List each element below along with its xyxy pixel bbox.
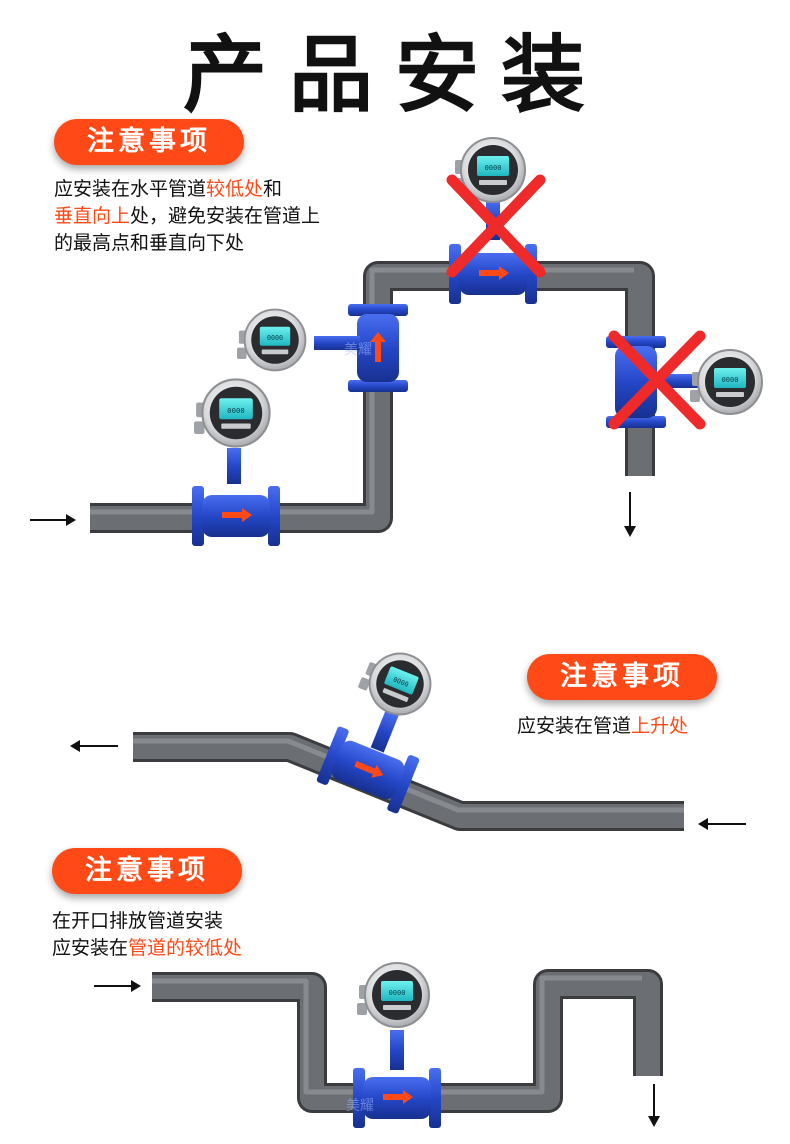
notice-badge-1: 注意事项 xyxy=(54,119,244,165)
cross-mark-down xyxy=(608,330,706,430)
scene-3 xyxy=(94,962,663,1128)
highlight-text: 垂直向上 xyxy=(54,205,131,227)
notice-text-2: 应安装在管道上升处 xyxy=(517,713,688,740)
highlight-text: 管道的较低处 xyxy=(128,937,243,959)
notice-line: 的最高点和垂直向下处 xyxy=(54,230,320,257)
highlight-text: 较低处 xyxy=(206,178,264,200)
notice-text-1: 应安装在水平管道较低处和垂直向上处，避免安装在管道上的最高点和垂直向下处 xyxy=(54,176,320,257)
note-text: 应安装在 xyxy=(52,937,129,959)
notice-line: 应安装在水平管道较低处和 xyxy=(54,176,320,203)
note-text: 处，避免安装在管道上 xyxy=(130,205,321,227)
watermark-2: 美耀 xyxy=(346,1098,374,1114)
notice-line: 垂直向上处，避免安装在管道上 xyxy=(54,203,320,230)
note-text: 在开口排放管道安装 xyxy=(52,910,224,932)
notice-line: 在开口排放管道安装 xyxy=(52,908,242,935)
highlight-text: 上升处 xyxy=(631,715,689,737)
note-text: 的最高点和垂直向下处 xyxy=(54,232,245,254)
scene-1 xyxy=(30,137,763,546)
watermark-1: 美耀 xyxy=(344,342,372,358)
page-title: 产品安装 xyxy=(182,26,607,124)
notice-badge-2: 注意事项 xyxy=(527,654,717,700)
notice-badge-3: 注意事项 xyxy=(52,848,242,894)
scene-2 xyxy=(70,640,746,831)
note-text: 应安装在管道 xyxy=(517,715,632,737)
note-text: 和 xyxy=(263,178,283,200)
cross-mark-top xyxy=(446,174,546,278)
notice-text-3: 在开口排放管道安装应安装在管道的较低处 xyxy=(52,908,242,962)
notice-line: 应安装在管道的较低处 xyxy=(52,935,242,962)
notice-line: 应安装在管道上升处 xyxy=(517,713,688,740)
note-text: 应安装在水平管道 xyxy=(54,178,207,200)
